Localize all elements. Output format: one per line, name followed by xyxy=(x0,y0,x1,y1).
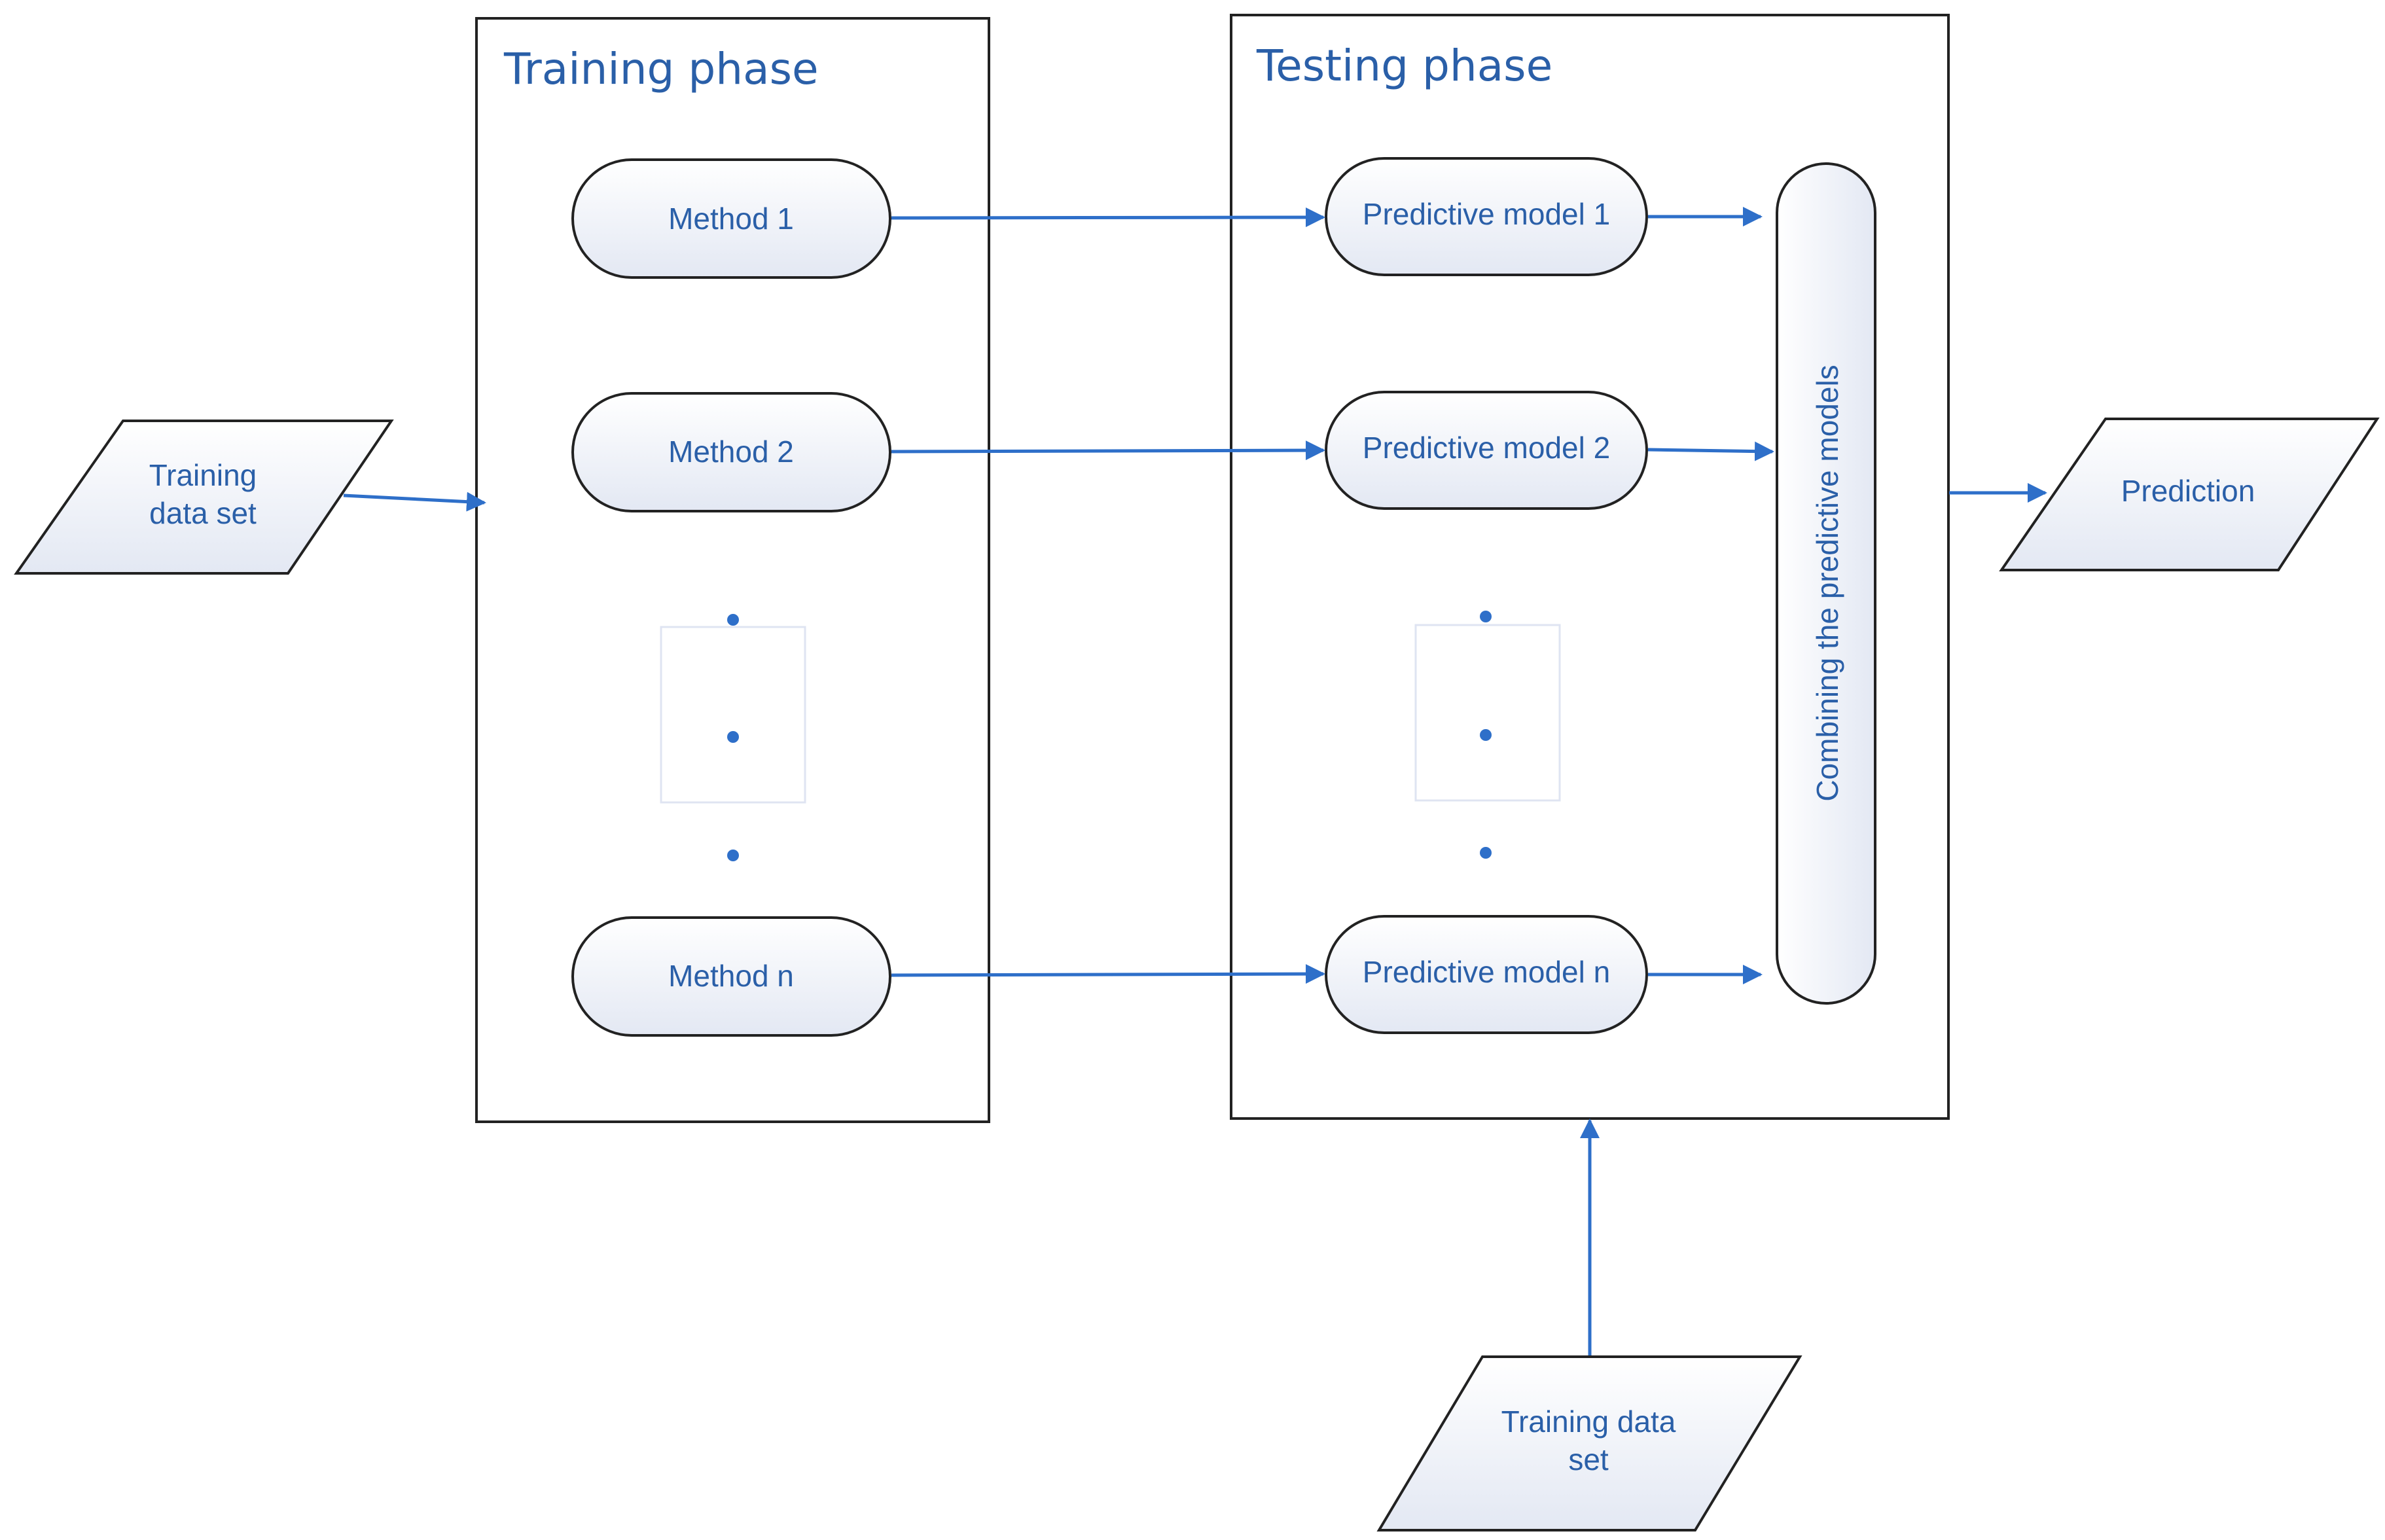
prediction-output: Prediction xyxy=(1999,418,2380,571)
svg-text:Predictive model 1: Predictive model 1 xyxy=(1363,197,1610,231)
training-phase-box xyxy=(475,17,990,1123)
training-phase-title: Training phase xyxy=(503,44,819,94)
svg-text:Predictive model 2: Predictive model 2 xyxy=(1363,431,1610,465)
model-node-n: Predictive model n xyxy=(1325,915,1648,1034)
combiner-node: Combining the predictive models xyxy=(1776,162,1876,1005)
svg-text:set: set xyxy=(1568,1442,1609,1477)
arrow-method1-to-model1 xyxy=(891,207,1325,228)
arrow-method2-to-model2 xyxy=(891,440,1325,461)
method-node-2: Method 2 xyxy=(571,392,891,512)
model-node-1: Predictive model 1 xyxy=(1325,157,1648,276)
training-data-input-left: Training data set xyxy=(14,420,394,575)
svg-text:data set: data set xyxy=(149,496,257,530)
svg-text:Method 2: Method 2 xyxy=(668,435,794,469)
training-ellipsis xyxy=(660,614,806,861)
training-data-input-bottom: Training data set xyxy=(1376,1355,1802,1531)
method-node-n: Method n xyxy=(571,916,891,1037)
arrows xyxy=(343,207,2047,1355)
testing-phase-title: Testing phase xyxy=(1256,41,1552,91)
svg-text:Method 1: Method 1 xyxy=(668,202,794,236)
testing-ellipsis xyxy=(1414,611,1561,859)
svg-text:Training data: Training data xyxy=(1501,1405,1676,1439)
svg-text:Prediction: Prediction xyxy=(2121,474,2255,508)
model-node-2: Predictive model 2 xyxy=(1325,391,1648,510)
svg-text:Method n: Method n xyxy=(668,959,794,993)
method-node-1: Method 1 xyxy=(571,158,891,279)
arrow-methodn-to-modeln xyxy=(891,964,1325,984)
svg-text:Training: Training xyxy=(149,458,257,492)
arrow-input-to-training xyxy=(343,492,486,512)
svg-text:Combining the predictive model: Combining the predictive models xyxy=(1810,365,1844,801)
svg-text:Predictive model n: Predictive model n xyxy=(1363,955,1610,989)
arrow-model2-to-combiner xyxy=(1647,441,1774,461)
